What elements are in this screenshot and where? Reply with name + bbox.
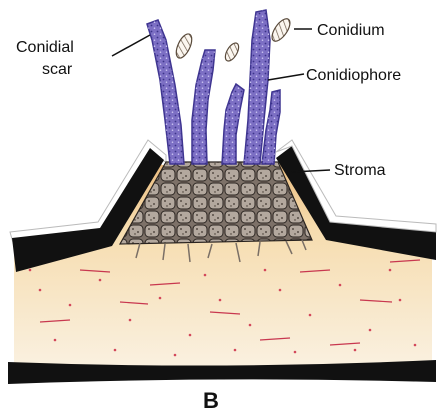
leader-conidiophore bbox=[268, 74, 304, 80]
conidia bbox=[173, 16, 293, 63]
label-conidium: Conidium bbox=[317, 22, 385, 39]
label-conidial-scar-line2: scar bbox=[42, 61, 73, 78]
conidium-spore-icon bbox=[269, 16, 294, 44]
leader-conidial-scar bbox=[112, 35, 150, 56]
conidium-spore-icon bbox=[223, 41, 242, 63]
label-conidial-scar-line1: Conidial bbox=[16, 39, 74, 56]
conidium-spore-icon bbox=[173, 32, 195, 61]
label-stroma: Stroma bbox=[334, 162, 386, 179]
panel-letter: B bbox=[203, 388, 219, 412]
label-conidiophore: Conidiophore bbox=[306, 67, 401, 84]
conidiophores bbox=[147, 10, 280, 164]
